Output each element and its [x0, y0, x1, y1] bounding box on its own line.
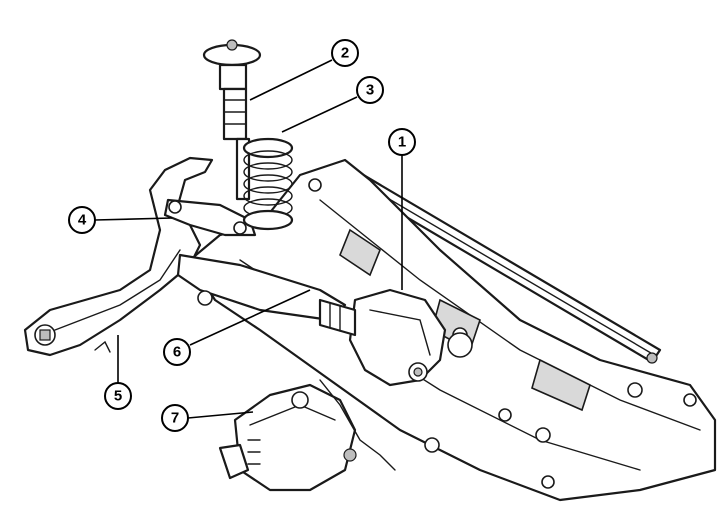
coil-spring — [242, 137, 294, 231]
svg-text:6: 6 — [173, 344, 181, 361]
callout-leaders — [94, 59, 403, 419]
svg-text:3: 3 — [366, 82, 374, 99]
callout-4: 4 — [68, 206, 96, 234]
svg-text:7: 7 — [171, 410, 179, 427]
leader-2 — [249, 59, 333, 101]
leader-4 — [94, 217, 173, 221]
shock-absorber — [202, 39, 262, 201]
callout-7: 7 — [161, 404, 189, 432]
callout-3: 3 — [356, 76, 384, 104]
callout-2: 2 — [331, 39, 359, 67]
svg-text:2: 2 — [341, 45, 349, 62]
svg-text:5: 5 — [114, 388, 122, 405]
upper-control-arm — [163, 198, 257, 237]
svg-text:1: 1 — [398, 134, 406, 151]
svg-text:4: 4 — [78, 212, 87, 229]
actuator-motor — [218, 379, 396, 492]
trailing-arm — [23, 156, 214, 357]
callout-5: 5 — [104, 382, 132, 410]
differential — [318, 288, 473, 387]
callout-1: 1 — [388, 128, 416, 156]
callout-6: 6 — [163, 338, 191, 366]
leader-3 — [281, 96, 358, 133]
leader-6 — [189, 289, 311, 346]
leader-7 — [187, 411, 254, 419]
